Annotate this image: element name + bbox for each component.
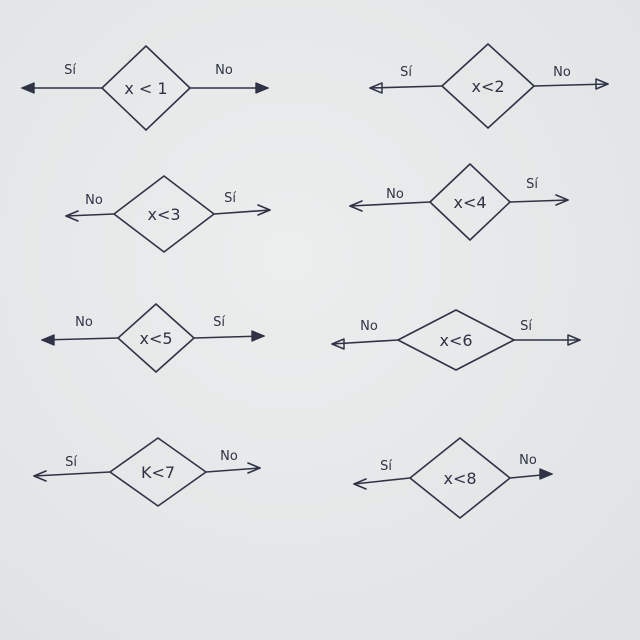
right-branch-label: No <box>220 449 238 464</box>
decision-block: x<2 Sí No <box>369 43 609 129</box>
right-arrowhead <box>567 334 581 346</box>
left-branch-label: No <box>360 319 378 334</box>
right-branch-label: Sí <box>520 319 532 334</box>
decision-diamond <box>397 309 515 371</box>
left-branch-line <box>353 477 411 485</box>
left-branch-label: No <box>85 193 103 208</box>
left-branch-line <box>65 213 115 217</box>
right-arrowhead <box>595 78 609 90</box>
decision-diamond <box>117 303 195 373</box>
right-branch-label: Sí <box>224 191 236 206</box>
decision-diamond <box>441 43 535 129</box>
right-arrowhead <box>251 330 265 342</box>
left-arrowhead <box>349 200 363 212</box>
left-branch-label: No <box>386 187 404 202</box>
condition-label: K<7 <box>141 463 175 482</box>
right-arrowhead <box>555 194 569 206</box>
decision-diamond <box>109 437 207 507</box>
decision-diamond <box>113 175 215 253</box>
left-arrowhead <box>353 478 367 490</box>
left-arrowhead <box>21 82 35 94</box>
right-branch-label: No <box>553 65 571 80</box>
condition-label: x<2 <box>471 77 504 96</box>
left-branch-label: Sí <box>400 65 412 80</box>
decision-block: x<8 Sí No <box>353 437 553 519</box>
right-branch-label: No <box>519 453 537 468</box>
left-branch-label: No <box>75 315 93 330</box>
condition-label: x<5 <box>139 329 172 348</box>
right-arrowhead <box>257 204 271 216</box>
decision-diamond <box>101 45 191 131</box>
decision-block: x<6 No Sí <box>331 309 581 371</box>
decision-diamond <box>409 437 511 519</box>
left-branch-line <box>331 339 399 345</box>
left-arrowhead <box>65 210 79 222</box>
left-branch-line <box>349 201 431 207</box>
right-arrowhead <box>539 468 553 480</box>
decision-block: x < 1 Sí No <box>21 45 269 131</box>
condition-label: x < 1 <box>124 79 167 98</box>
decision-block: x<3 No Sí <box>65 175 271 253</box>
left-branch-label: Sí <box>380 459 392 474</box>
condition-label: x<3 <box>147 205 180 224</box>
decision-diamond <box>429 163 511 241</box>
right-branch-label: Sí <box>526 177 538 192</box>
right-arrowhead <box>247 462 261 474</box>
condition-label: x<6 <box>439 331 472 350</box>
left-branch-label: Sí <box>65 455 77 470</box>
decision-block: x<5 No Sí <box>41 303 265 373</box>
left-arrowhead <box>331 338 345 350</box>
right-branch-label: Sí <box>213 315 225 330</box>
left-branch-line <box>33 471 111 477</box>
right-branch-line <box>509 199 569 203</box>
right-branch-line <box>205 467 261 473</box>
left-branch-label: Sí <box>64 63 76 78</box>
condition-label: x<8 <box>443 469 476 488</box>
left-arrowhead <box>41 334 55 346</box>
right-branch-line <box>213 209 271 215</box>
decision-block: x<4 No Sí <box>349 163 569 241</box>
left-arrowhead <box>369 82 383 94</box>
condition-label: x<4 <box>453 193 486 212</box>
left-arrowhead <box>33 470 47 482</box>
right-branch-label: No <box>215 63 233 78</box>
decision-block: K<7 Sí No <box>33 437 261 507</box>
right-arrowhead <box>255 82 269 94</box>
